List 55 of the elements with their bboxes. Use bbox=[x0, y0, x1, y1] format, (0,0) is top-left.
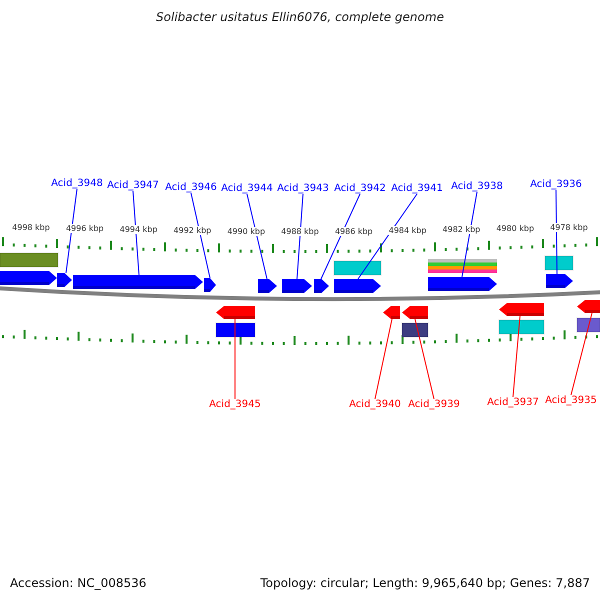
scale-label: 4984 kbp bbox=[388, 226, 428, 236]
gene-label: Acid_3943 bbox=[277, 183, 329, 194]
gene-feature bbox=[204, 278, 216, 292]
genome-summary-text: Topology: circular; Length: 9,965,640 bp; Genes: 7,887 bbox=[260, 576, 590, 590]
leader-line bbox=[556, 190, 558, 274]
gene-label: Acid_3938 bbox=[451, 181, 503, 192]
gene-label: Acid_3939 bbox=[408, 399, 460, 410]
gene-feature bbox=[577, 300, 600, 313]
scale-label: 4998 kbp bbox=[11, 222, 51, 232]
gene-label: Acid_3946 bbox=[165, 182, 217, 193]
leader-line bbox=[358, 194, 418, 280]
leader-line bbox=[234, 318, 236, 400]
leader-line bbox=[132, 190, 140, 276]
gene-feature bbox=[334, 279, 381, 293]
gene-label: Acid_3936 bbox=[530, 179, 582, 190]
gene-label: Acid_3944 bbox=[221, 183, 273, 194]
leader-line bbox=[414, 318, 434, 400]
accession-text: Accession: NC_008536 bbox=[10, 576, 146, 590]
gene-label: Acid_3935 bbox=[545, 395, 597, 406]
leader-line bbox=[570, 312, 592, 396]
gene-feature bbox=[258, 279, 277, 293]
leader-line bbox=[374, 318, 392, 400]
leader-line bbox=[320, 194, 360, 280]
gene-feature bbox=[546, 274, 573, 288]
gene-label: Acid_3942 bbox=[334, 183, 386, 194]
gene-label: Acid_3947 bbox=[107, 180, 159, 191]
gene-feature bbox=[402, 306, 428, 319]
scale-label: 4994 kbp bbox=[118, 225, 158, 234]
leader-line bbox=[462, 192, 478, 278]
gene-feature bbox=[216, 306, 255, 319]
gene-feature bbox=[282, 279, 312, 293]
scale-label: 4980 kbp bbox=[495, 224, 536, 234]
scale-label: 4990 kbp bbox=[226, 226, 266, 236]
gene-feature bbox=[428, 277, 497, 291]
gene-label: Acid_3940 bbox=[349, 399, 401, 410]
gene-label: Acid_3945 bbox=[209, 399, 261, 410]
leader-line bbox=[246, 194, 268, 280]
scale-label: 4986 kbp bbox=[334, 226, 374, 236]
leader-line bbox=[66, 188, 78, 274]
gene-feature bbox=[314, 279, 329, 293]
gene-feature bbox=[499, 303, 544, 316]
scale-label: 4978 kbp bbox=[549, 222, 589, 232]
scale-label: 4992 kbp bbox=[172, 226, 212, 236]
scale-label: 4996 kbp bbox=[64, 224, 105, 234]
gene-feature bbox=[57, 273, 72, 287]
leader-line bbox=[190, 192, 210, 278]
gene-label: Acid_3941 bbox=[391, 183, 443, 194]
title: Solibacter usitatus Ellin6076, complete genome bbox=[156, 10, 444, 24]
scale-label: 4988 kbp bbox=[280, 227, 320, 236]
gene-feature bbox=[383, 306, 400, 319]
gene-label: Acid_3937 bbox=[487, 397, 539, 408]
leader-line bbox=[296, 194, 304, 280]
leader-line bbox=[512, 316, 520, 398]
gene-label: Acid_3948 bbox=[51, 178, 103, 189]
scale-label: 4982 kbp bbox=[442, 225, 482, 234]
